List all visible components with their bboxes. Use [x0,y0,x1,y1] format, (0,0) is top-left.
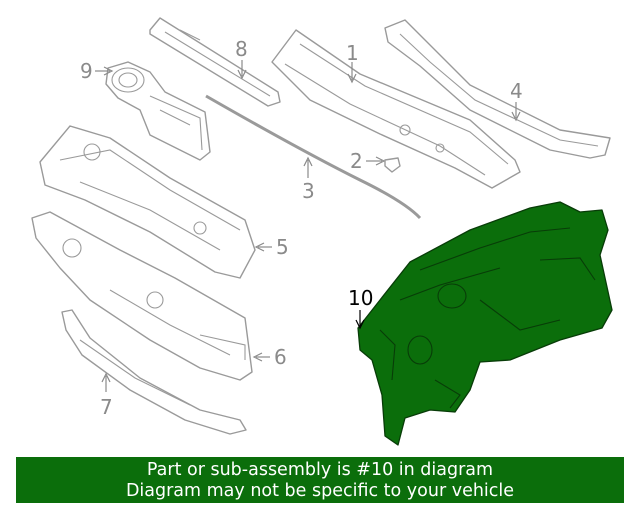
callout-label-9: 9 [80,59,93,83]
part-8-strip[interactable] [149,17,281,107]
banner-line-2: Diagram may not be specific to your vehi… [125,481,515,501]
callout-1: 1 [346,41,359,84]
info-banner: Part or sub-assembly is #10 in diagram D… [16,457,624,503]
callout-label-3: 3 [302,179,315,203]
part-1-cowl-panel[interactable] [271,29,521,189]
part-2-clip[interactable] [384,157,401,173]
callout-label-5: 5 [276,235,289,259]
part-3-seal[interactable] [205,94,422,220]
callout-9: 9 [80,59,114,83]
callout-5: 5 [254,235,289,259]
callout-2: 2 [350,149,386,173]
callout-label-6: 6 [274,345,287,369]
callout-label-7: 7 [100,395,113,419]
callout-7: 7 [100,372,113,419]
callout-8: 8 [235,37,248,80]
parts-diagram: 1 2 3 4 5 6 7 8 9 10 [31,17,613,446]
callout-label-10: 10 [348,286,373,310]
callout-label-1: 1 [346,41,359,65]
banner-line-1: Part or sub-assembly is #10 in diagram [146,460,494,480]
callout-6: 6 [252,345,287,369]
part-7-rail[interactable] [61,309,247,435]
callout-label-8: 8 [235,37,248,61]
part-4-strip[interactable] [384,19,611,159]
part-9-bracket[interactable] [105,61,211,161]
callout-3: 3 [302,156,315,203]
callout-label-2: 2 [350,149,363,173]
callout-4: 4 [510,79,523,122]
part-6-panel[interactable] [31,211,253,381]
part-10-dash-panel[interactable] [357,201,613,446]
part-5-cowl[interactable] [39,125,256,279]
callout-label-4: 4 [510,79,523,103]
callout-10: 10 [348,286,373,330]
